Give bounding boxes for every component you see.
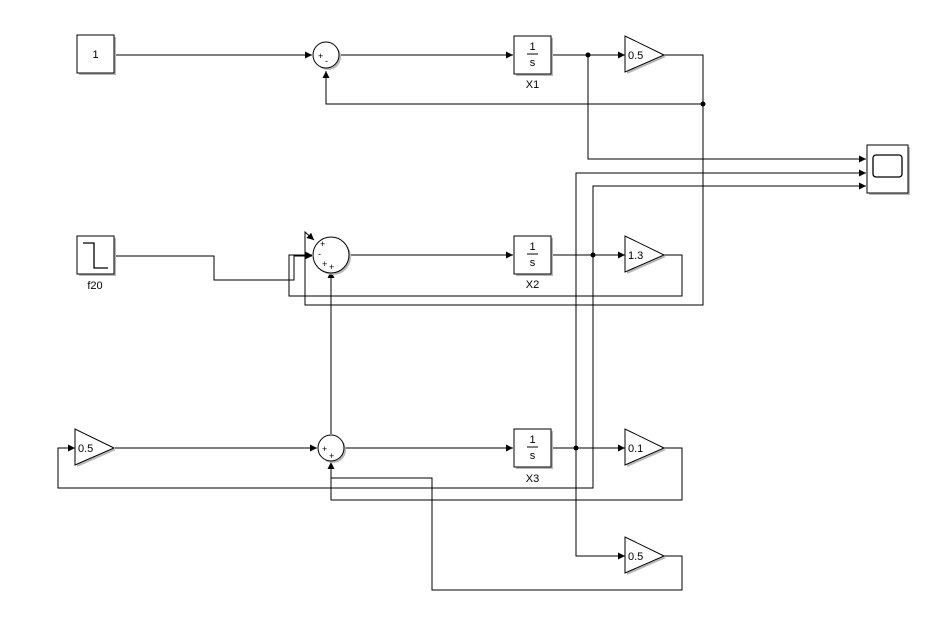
sum2-sign-4: +: [329, 262, 334, 272]
constant-value: 1: [92, 49, 98, 61]
branch-point: [573, 445, 579, 451]
integrator-x3-label: X3: [526, 473, 539, 485]
sum2-sign-2: -: [318, 249, 321, 259]
branch-points: [573, 52, 706, 451]
sum1-sign-1: +: [318, 51, 323, 61]
gain-4-value: 0.5: [628, 551, 643, 563]
wire-gain05b-feedback-sum3[interactable]: [331, 477, 683, 591]
integrator-x3-num: 1: [529, 434, 535, 446]
wire-x3-to-scope[interactable]: [575, 169, 866, 448]
branch-point: [590, 252, 596, 258]
branch-point: [585, 52, 591, 58]
wire-x3-to-gain05b[interactable]: [575, 448, 625, 560]
integrator-x1-num: 1: [529, 41, 535, 53]
sum-block-2[interactable]: + - + +: [312, 236, 351, 275]
wire-step-to-sum2[interactable]: [115, 252, 312, 281]
integrator-x1-label: X1: [526, 79, 539, 91]
branch-point: [700, 101, 706, 107]
integrator-x3[interactable]: 1 s X3: [513, 428, 553, 485]
wire-x1-to-scope[interactable]: [587, 55, 866, 163]
wire-gain13-feedback-sum2[interactable]: [288, 251, 683, 297]
step-label: f20: [87, 280, 102, 292]
integrator-x2-label: X2: [526, 279, 539, 291]
gain-block-1[interactable]: 0.5: [624, 35, 666, 74]
integrator-x2[interactable]: 1 s X2: [513, 235, 553, 291]
gain-2-value: 1.3: [628, 250, 643, 262]
wire-x2-to-sum3[interactable]: [57, 255, 594, 489]
gain-5-value: 0.5: [78, 443, 93, 455]
integrator-x1-den: s: [530, 57, 536, 69]
signal-lines: [57, 51, 866, 591]
integrator-x1[interactable]: 1 s X1: [513, 35, 553, 91]
gain-block-2[interactable]: 1.3: [624, 235, 666, 274]
sum-block-1[interactable]: + -: [312, 41, 341, 70]
wire-x2-to-scope[interactable]: [592, 182, 866, 255]
gain-1-value: 0.5: [628, 50, 643, 62]
sum3-sign-1: +: [322, 444, 327, 454]
sum3-sign-2: +: [329, 451, 334, 461]
gain-3-value: 0.1: [628, 443, 643, 455]
scope-block[interactable]: [866, 144, 910, 195]
sum-block-3[interactable]: + +: [317, 434, 346, 463]
integrator-x2-num: 1: [529, 241, 535, 253]
gain-block-3[interactable]: 0.1: [624, 428, 666, 467]
step-block[interactable]: f20: [76, 235, 116, 292]
sum2-sign-3: +: [322, 259, 327, 269]
sum2-sign-1: +: [320, 239, 325, 249]
wire-gain05-to-sum2[interactable]: [304, 104, 704, 306]
wire-gain01-feedback-sum3[interactable]: [327, 447, 683, 501]
constant-block[interactable]: 1: [76, 34, 116, 75]
integrator-x3-den: s: [530, 450, 536, 462]
gain-block-5[interactable]: 0.5: [74, 428, 116, 467]
sum1-sign-2: -: [325, 56, 328, 66]
integrator-x2-den: s: [530, 257, 536, 269]
step-icon: [83, 242, 108, 269]
gain-block-4[interactable]: 0.5: [624, 536, 666, 575]
scope-icon: [872, 154, 903, 178]
